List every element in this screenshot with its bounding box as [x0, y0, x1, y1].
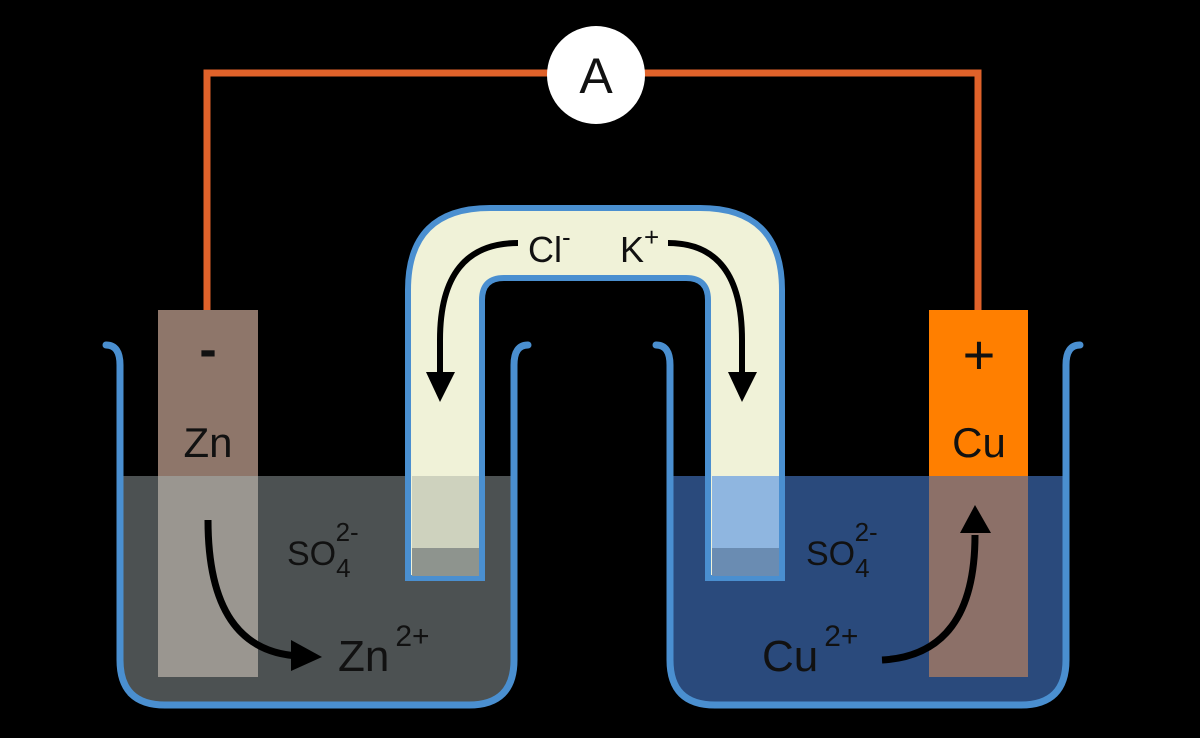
left-sulfate-ion-label: SO42-	[287, 517, 359, 583]
zinc-electrode: - Zn	[158, 310, 258, 677]
zinc-oxidation-arrowhead	[291, 640, 322, 671]
right-sulfate-ion-label: SO42-	[806, 517, 878, 583]
left-beaker	[102, 341, 532, 709]
potassium-ion-label: K+	[620, 222, 659, 270]
salt-bridge	[405, 205, 785, 581]
copper-reduction-arrow	[881, 534, 979, 664]
anode-sign: -	[199, 321, 216, 379]
cathode-sign: +	[963, 323, 996, 386]
potassium-arrowhead	[728, 372, 757, 402]
chloride-ion-label: Cl-	[528, 222, 571, 270]
zinc-oxidation-arrow	[204, 519, 301, 660]
copper-electrode: + Cu	[929, 310, 1028, 677]
cathode-element-label: Cu	[952, 419, 1006, 466]
anode-element-label: Zn	[183, 419, 232, 466]
chloride-flow-arrow	[437, 240, 519, 378]
copper-reduction-arrowhead	[960, 505, 991, 533]
ammeter: A	[547, 26, 645, 124]
right-beaker	[652, 341, 1084, 709]
potassium-flow-arrow	[667, 240, 745, 378]
ammeter-label: A	[579, 48, 613, 104]
chloride-arrowhead	[426, 372, 455, 402]
